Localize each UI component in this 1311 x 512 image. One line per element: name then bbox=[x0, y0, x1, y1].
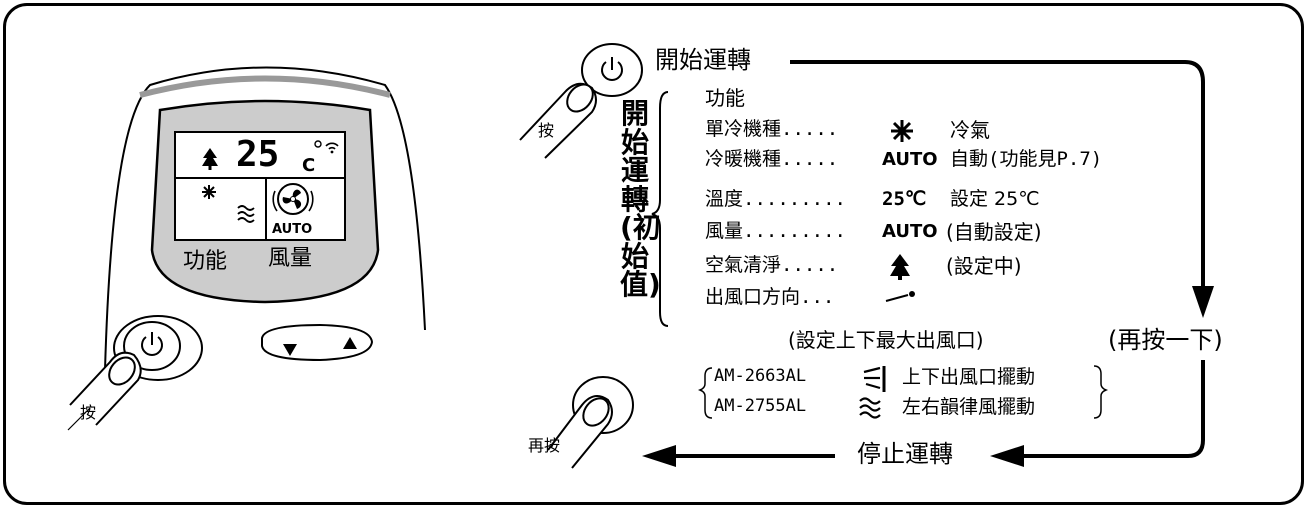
remote-body bbox=[104, 66, 426, 371]
press-again-label: (再按一下) bbox=[1108, 326, 1223, 354]
remote-temp-buttons[interactable] bbox=[261, 323, 374, 362]
finger-remote bbox=[67, 351, 142, 431]
item-air-clean-label: 空氣清淨..... bbox=[705, 254, 839, 276]
model-1-desc: 上下出風口擺動 bbox=[902, 366, 1036, 388]
tree-item-icon bbox=[890, 254, 910, 280]
arrow-head-down bbox=[1192, 286, 1214, 318]
label-function: 功能 bbox=[183, 249, 228, 274]
item-cool-only-label: 單冷機種..... bbox=[705, 118, 839, 140]
louver-icon bbox=[885, 291, 915, 302]
horizontal-swing-icon bbox=[859, 397, 881, 419]
start-power-button[interactable] bbox=[581, 43, 643, 97]
model-2-name: AM-2755AL bbox=[714, 396, 807, 416]
item-cool-only-desc: 冷氣 bbox=[950, 118, 990, 142]
item-fan-desc: (自動設定) bbox=[946, 220, 1042, 244]
model-1-name: AM-2663AL bbox=[714, 366, 807, 386]
item-louver-label: 出風口方向... bbox=[705, 286, 835, 308]
item-temp-label: 溫度......... bbox=[705, 188, 846, 210]
arrow-head-left-1 bbox=[990, 445, 1024, 467]
press-start-label: 按 bbox=[538, 121, 555, 140]
item-temp-value: 25℃ bbox=[882, 188, 927, 210]
item-heat-cool-value: AUTO bbox=[882, 149, 938, 170]
snowflake-item-icon bbox=[891, 120, 913, 142]
arrow-head-left-2 bbox=[642, 445, 676, 467]
lcd-temp: 25 bbox=[236, 134, 280, 175]
item-function-header: 功能 bbox=[705, 86, 745, 110]
louver-note: (設定上下最大出風口) bbox=[788, 328, 984, 352]
press-again-small-label: 再按 bbox=[528, 436, 561, 455]
snowflake-icon bbox=[202, 185, 216, 199]
remote-power-button[interactable] bbox=[113, 315, 203, 381]
signal-icon bbox=[325, 142, 339, 154]
start-label: 開始運轉 bbox=[655, 46, 751, 74]
tree-icon bbox=[202, 148, 218, 170]
finger-start bbox=[519, 82, 597, 159]
vertical-title: 開始運轉(初始值) bbox=[620, 97, 661, 301]
item-fan-value: AUTO bbox=[882, 221, 938, 242]
finger-stop bbox=[547, 395, 613, 469]
model-2-desc: 左右韻律風擺動 bbox=[902, 396, 1036, 418]
swing-wave-icon bbox=[237, 205, 255, 223]
vertical-swing-icon bbox=[863, 366, 886, 392]
lcd-auto: AUTO bbox=[272, 222, 313, 237]
flow-arrow-down bbox=[790, 60, 1205, 290]
lcd-screen bbox=[174, 131, 346, 241]
item-air-clean-desc: (設定中) bbox=[946, 254, 1022, 278]
item-temp-desc: 設定 25℃ bbox=[950, 188, 1040, 210]
label-fan-speed: 風量 bbox=[268, 246, 313, 271]
diagram-frame bbox=[3, 3, 1304, 505]
item-heat-cool-label: 冷暖機種..... bbox=[705, 148, 839, 170]
flow-arrow-return bbox=[670, 360, 1205, 458]
stop-label: 停止運轉 bbox=[857, 440, 953, 468]
up-arrow-icon[interactable] bbox=[343, 337, 357, 349]
item-fan-label: 風量......... bbox=[705, 220, 846, 242]
down-arrow-icon[interactable] bbox=[283, 344, 297, 356]
left-bracket bbox=[651, 91, 669, 327]
item-heat-cool-desc: 自動(功能見P.7) bbox=[950, 148, 1103, 170]
lcd-unit: C bbox=[302, 155, 316, 176]
fan-icon bbox=[272, 183, 314, 215]
press-label-remote: 按 bbox=[80, 403, 97, 422]
